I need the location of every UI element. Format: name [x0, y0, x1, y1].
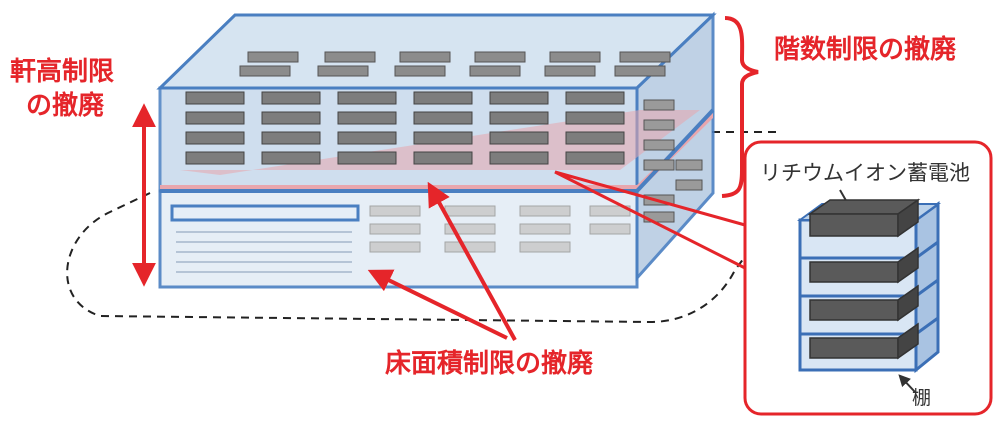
lower-floor-shelf-lines — [176, 231, 352, 273]
floor-area-arrow-upper — [427, 181, 517, 341]
shelf-label-pointer — [898, 374, 916, 393]
floor-divider-side — [635, 108, 715, 193]
callout-pointer — [554, 170, 746, 270]
battery-shelf-unit — [796, 198, 942, 374]
floor-count-brace — [721, 16, 759, 198]
battery-label: リチウムイオン蓄電池 — [760, 161, 970, 185]
battery-rows-top — [239, 51, 671, 77]
eave-height-label-line1: 軒高制限 — [10, 56, 114, 87]
floor-area-label: 床面積制限の撤廃 — [385, 348, 594, 379]
shelf-label: 棚 — [912, 387, 931, 409]
shelf-batteries — [807, 198, 921, 360]
lower-floor-slab-highlight — [170, 204, 360, 222]
battery-rows-upper — [185, 91, 625, 165]
floor-count-label: 階数制限の撤廃 — [774, 34, 957, 65]
eave-height-label-line2: の撤廃 — [26, 90, 105, 121]
battery-rows-lower — [369, 205, 631, 253]
floor-area-arrow-lower — [367, 269, 508, 340]
storage-building — [156, 11, 717, 289]
site-boundary-dashed — [66, 131, 780, 324]
